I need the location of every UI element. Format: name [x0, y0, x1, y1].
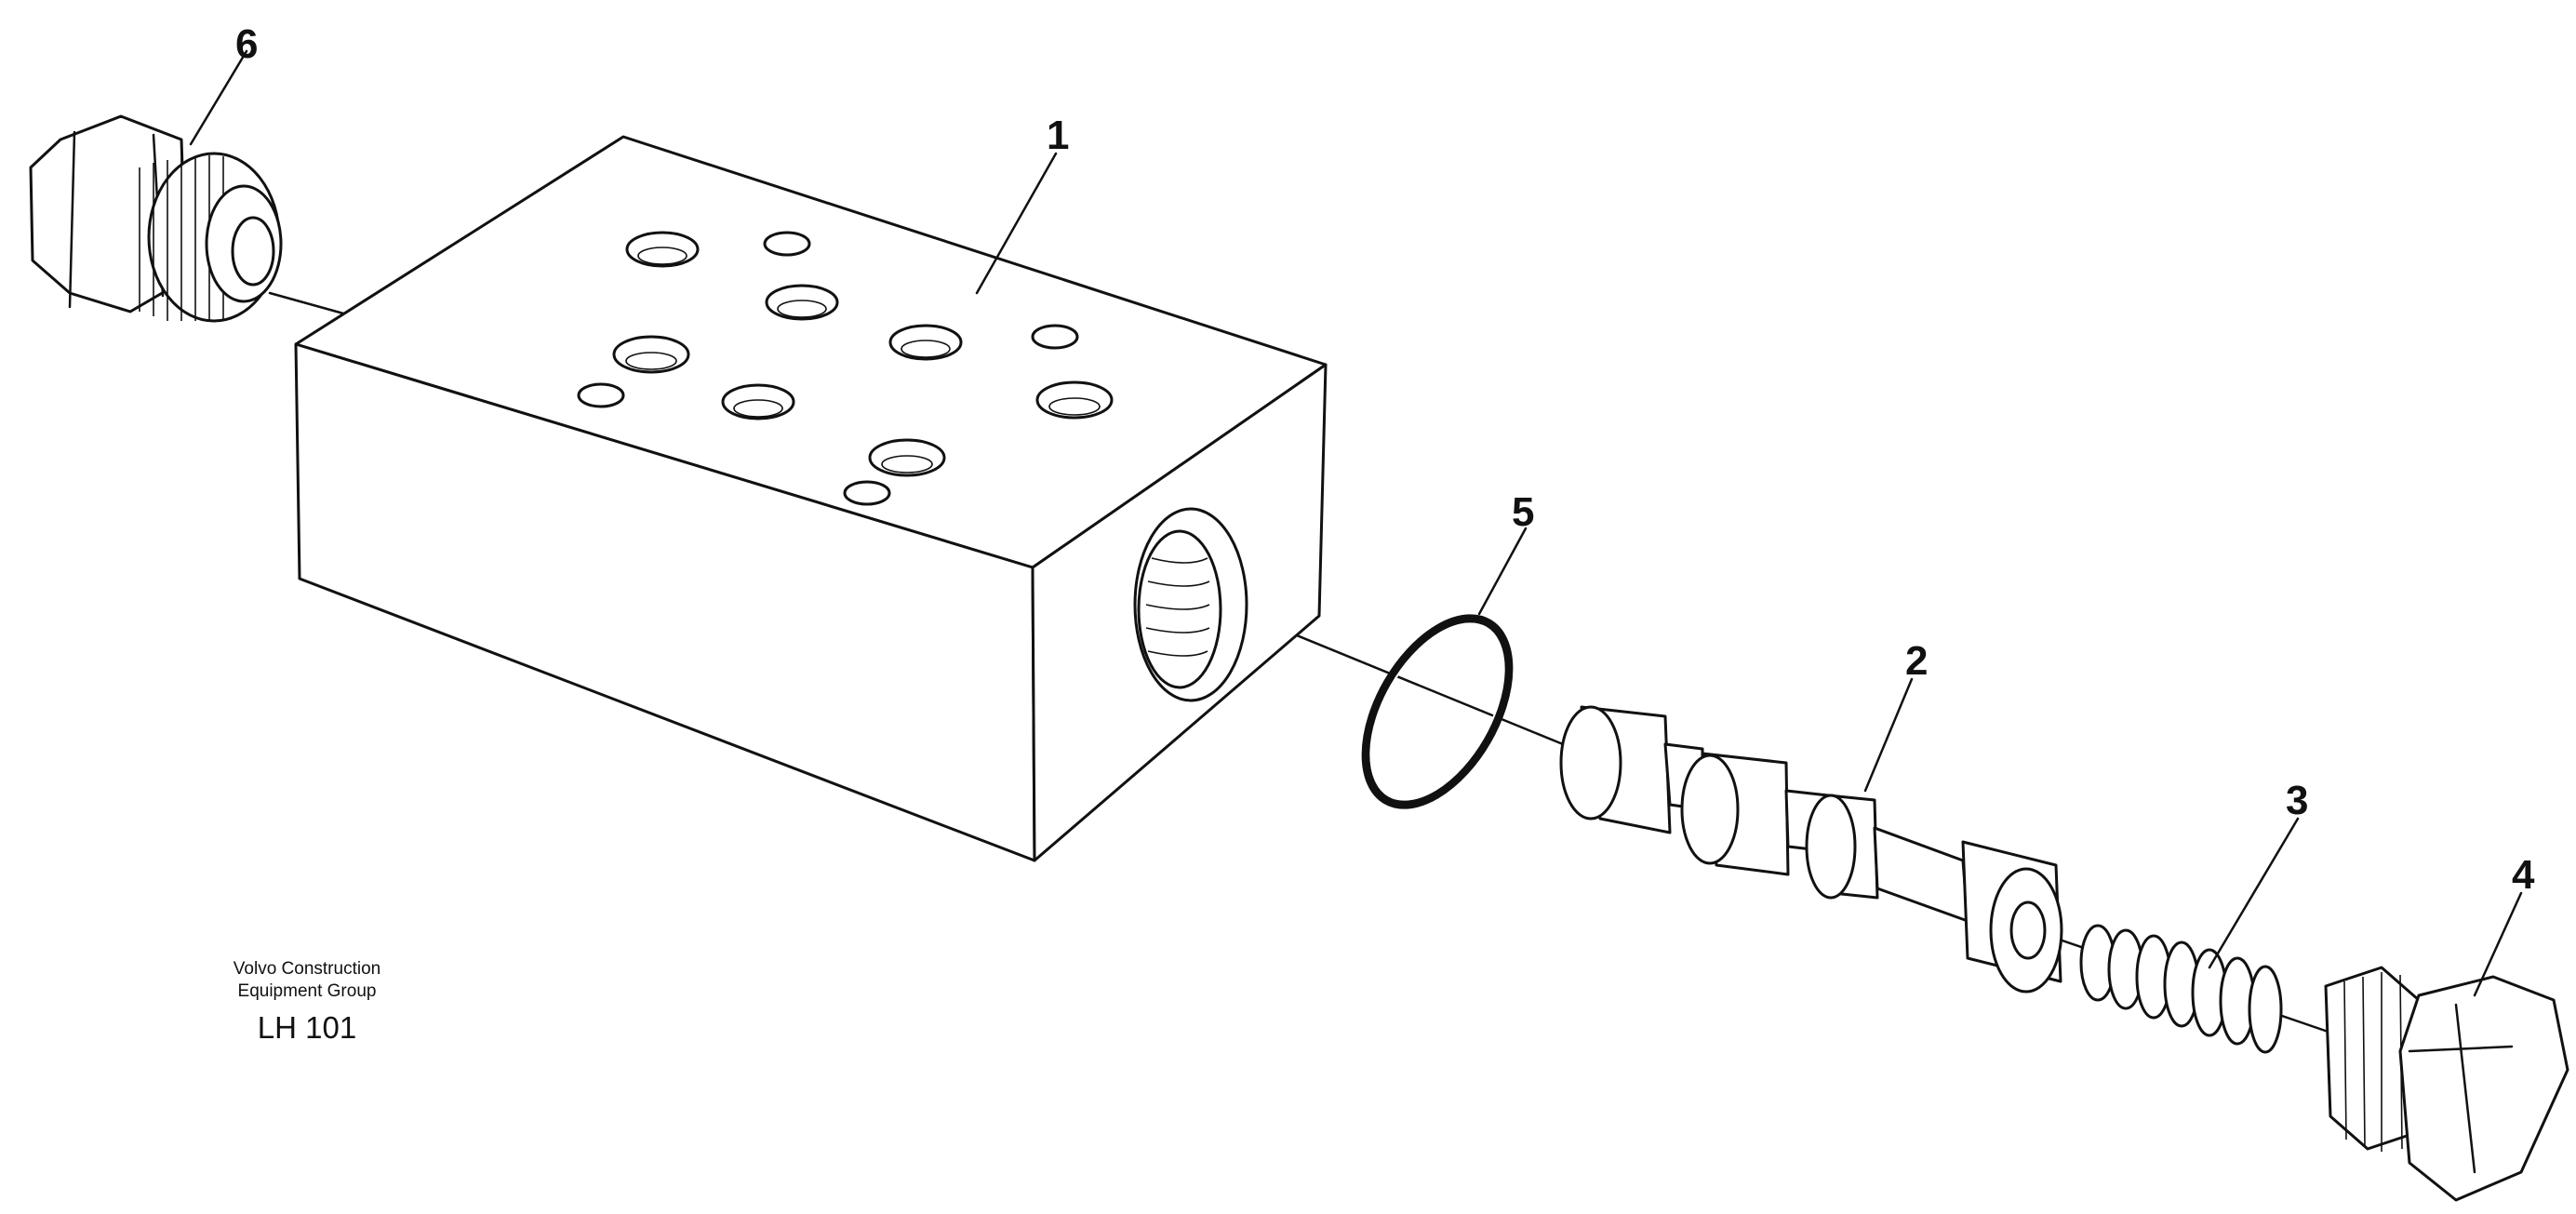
drawing-code: LH 101 [257, 1010, 357, 1045]
publisher-caption: Volvo Construction Equipment Group LH 10… [186, 958, 428, 1046]
caption-company-line-2: Equipment Group [237, 981, 377, 1001]
callout-1: 1 [1047, 113, 1069, 158]
callout-6: 6 [235, 21, 258, 67]
callout-3: 3 [2286, 778, 2308, 823]
spring-part-3 [2079, 924, 2283, 1054]
callout-4: 4 [2512, 852, 2535, 898]
o-ring-part-5 [1361, 614, 1514, 809]
plug-part-6 [29, 114, 283, 323]
mounting-ports [577, 231, 1114, 506]
callout-2: 2 [1905, 638, 1928, 684]
spool-part-2 [1559, 705, 2063, 994]
plug-part-4 [2324, 966, 2569, 1202]
caption-company-line-1: Volvo Construction [233, 959, 381, 979]
leader-lines [189, 49, 2523, 997]
valve-block-part-1 [294, 135, 1328, 862]
callout-5: 5 [1512, 489, 1534, 535]
threaded-bore [1133, 507, 1248, 702]
